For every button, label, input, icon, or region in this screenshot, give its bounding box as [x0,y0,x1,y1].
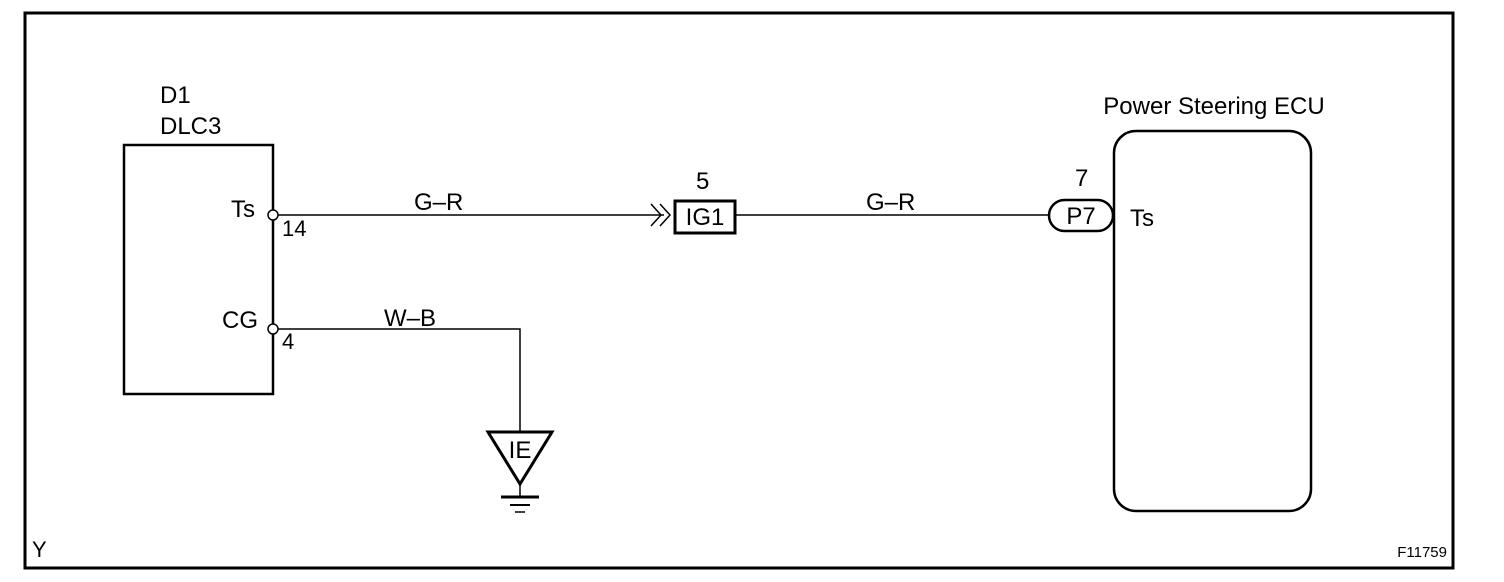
cg-wire-color: W–B [384,305,436,332]
ecu-pin-number: 7 [1075,165,1088,192]
junction-label: IG1 [686,204,725,231]
cg-pin-name: CG [222,307,258,334]
ts-wire-color-right: G–R [866,189,915,216]
ecu-pin-name: Ts [1130,205,1154,232]
ecu-title: Power Steering ECU [1103,93,1324,120]
diagram-frame [23,11,1455,570]
ground-point-label: IE [509,437,532,464]
junction-pin-number: 5 [696,168,709,195]
ground-point-triangle-icon [485,430,555,487]
cg-terminal-icon [267,323,279,335]
dlc3-connector-box [122,143,275,396]
dlc-name-label: DLC3 [160,113,221,140]
ts-wire-color-left: G–R [414,189,463,216]
ts-pin-name: Ts [231,196,255,223]
cg-pin-number: 4 [282,329,294,354]
ecu-connector-label: P7 [1066,203,1095,230]
power-steering-ecu-box [1112,129,1313,513]
junction-ig1-box [673,199,737,235]
figure-code: F11759 [1397,544,1447,561]
ts-pin-number: 14 [282,216,306,241]
cg-ground-wire [278,328,521,432]
connector-chevron-icon [659,203,672,227]
connector-chevron-icon [650,203,663,227]
ts-terminal-icon [267,209,279,221]
corner-left-label: Y [32,537,47,562]
dlc-ref-label: D1 [160,82,191,109]
